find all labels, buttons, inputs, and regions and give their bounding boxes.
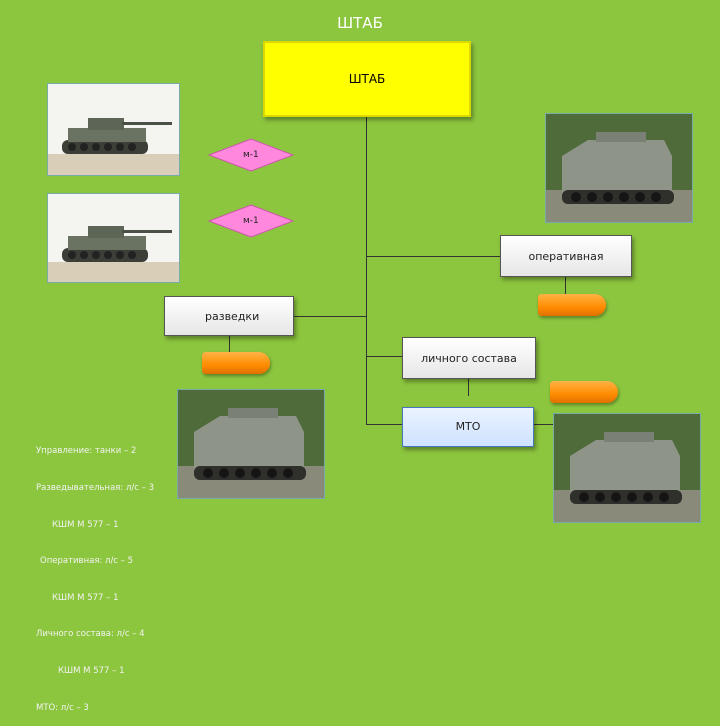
operational-pill — [538, 294, 606, 316]
mto-box: МТО — [402, 407, 534, 447]
apc-photo-mto — [553, 413, 701, 523]
hq-box: ШТАБ — [263, 41, 471, 117]
summary-line: КШМ М 577 – 1 — [52, 592, 119, 603]
personnel-label: личного состава — [421, 351, 517, 365]
summary-line: Разведывательная: л/с – 3 — [36, 483, 154, 494]
tank-photo-1 — [47, 83, 180, 176]
connector-mto — [366, 424, 402, 425]
connector-mto-pill — [534, 424, 560, 425]
slide-title: ШТАБ — [337, 14, 383, 32]
tank-diamond-1 — [208, 138, 294, 172]
tank-diamond-label-1: м-1 — [243, 150, 259, 160]
operational-box: оперативная — [500, 235, 632, 277]
summary-line: Оперативная: л/с – 5 — [40, 556, 134, 567]
personnel-box: личного состава — [402, 337, 536, 379]
summary-line: Управление: танки – 2 — [36, 446, 137, 457]
tank-diamond-label-2: м-1 — [243, 216, 259, 226]
tank-photo-2 — [47, 193, 180, 283]
summary-line: МТО: л/с – 3 — [36, 702, 89, 713]
recon-pill — [202, 352, 270, 374]
apc-photo-operational — [545, 113, 693, 223]
connector-recon — [294, 316, 366, 317]
connector-recon-pill — [229, 336, 230, 354]
connector-personnel-pill — [468, 378, 469, 396]
connector-operational-pill — [565, 276, 566, 296]
connector-personnel — [366, 356, 402, 357]
recon-box: разведки — [164, 296, 294, 336]
summary-line: Личного состава: л/с – 4 — [36, 629, 145, 640]
tank-diamond-2 — [208, 204, 294, 238]
hq-label: ШТАБ — [348, 72, 386, 86]
main-vertical-line — [366, 113, 367, 424]
summary-text: Управление: танки – 2 Разведывательная: … — [36, 421, 154, 726]
connector-operational — [366, 256, 500, 257]
apc-photo-recon — [177, 389, 325, 499]
operational-label: оперативная — [528, 249, 604, 263]
summary-line: КШМ М 577 – 1 — [52, 519, 119, 530]
mto-label: МТО — [455, 420, 481, 433]
summary-line: КШМ М 577 – 1 — [58, 666, 125, 677]
personnel-pill — [550, 381, 618, 403]
recon-label: разведки — [205, 309, 260, 323]
